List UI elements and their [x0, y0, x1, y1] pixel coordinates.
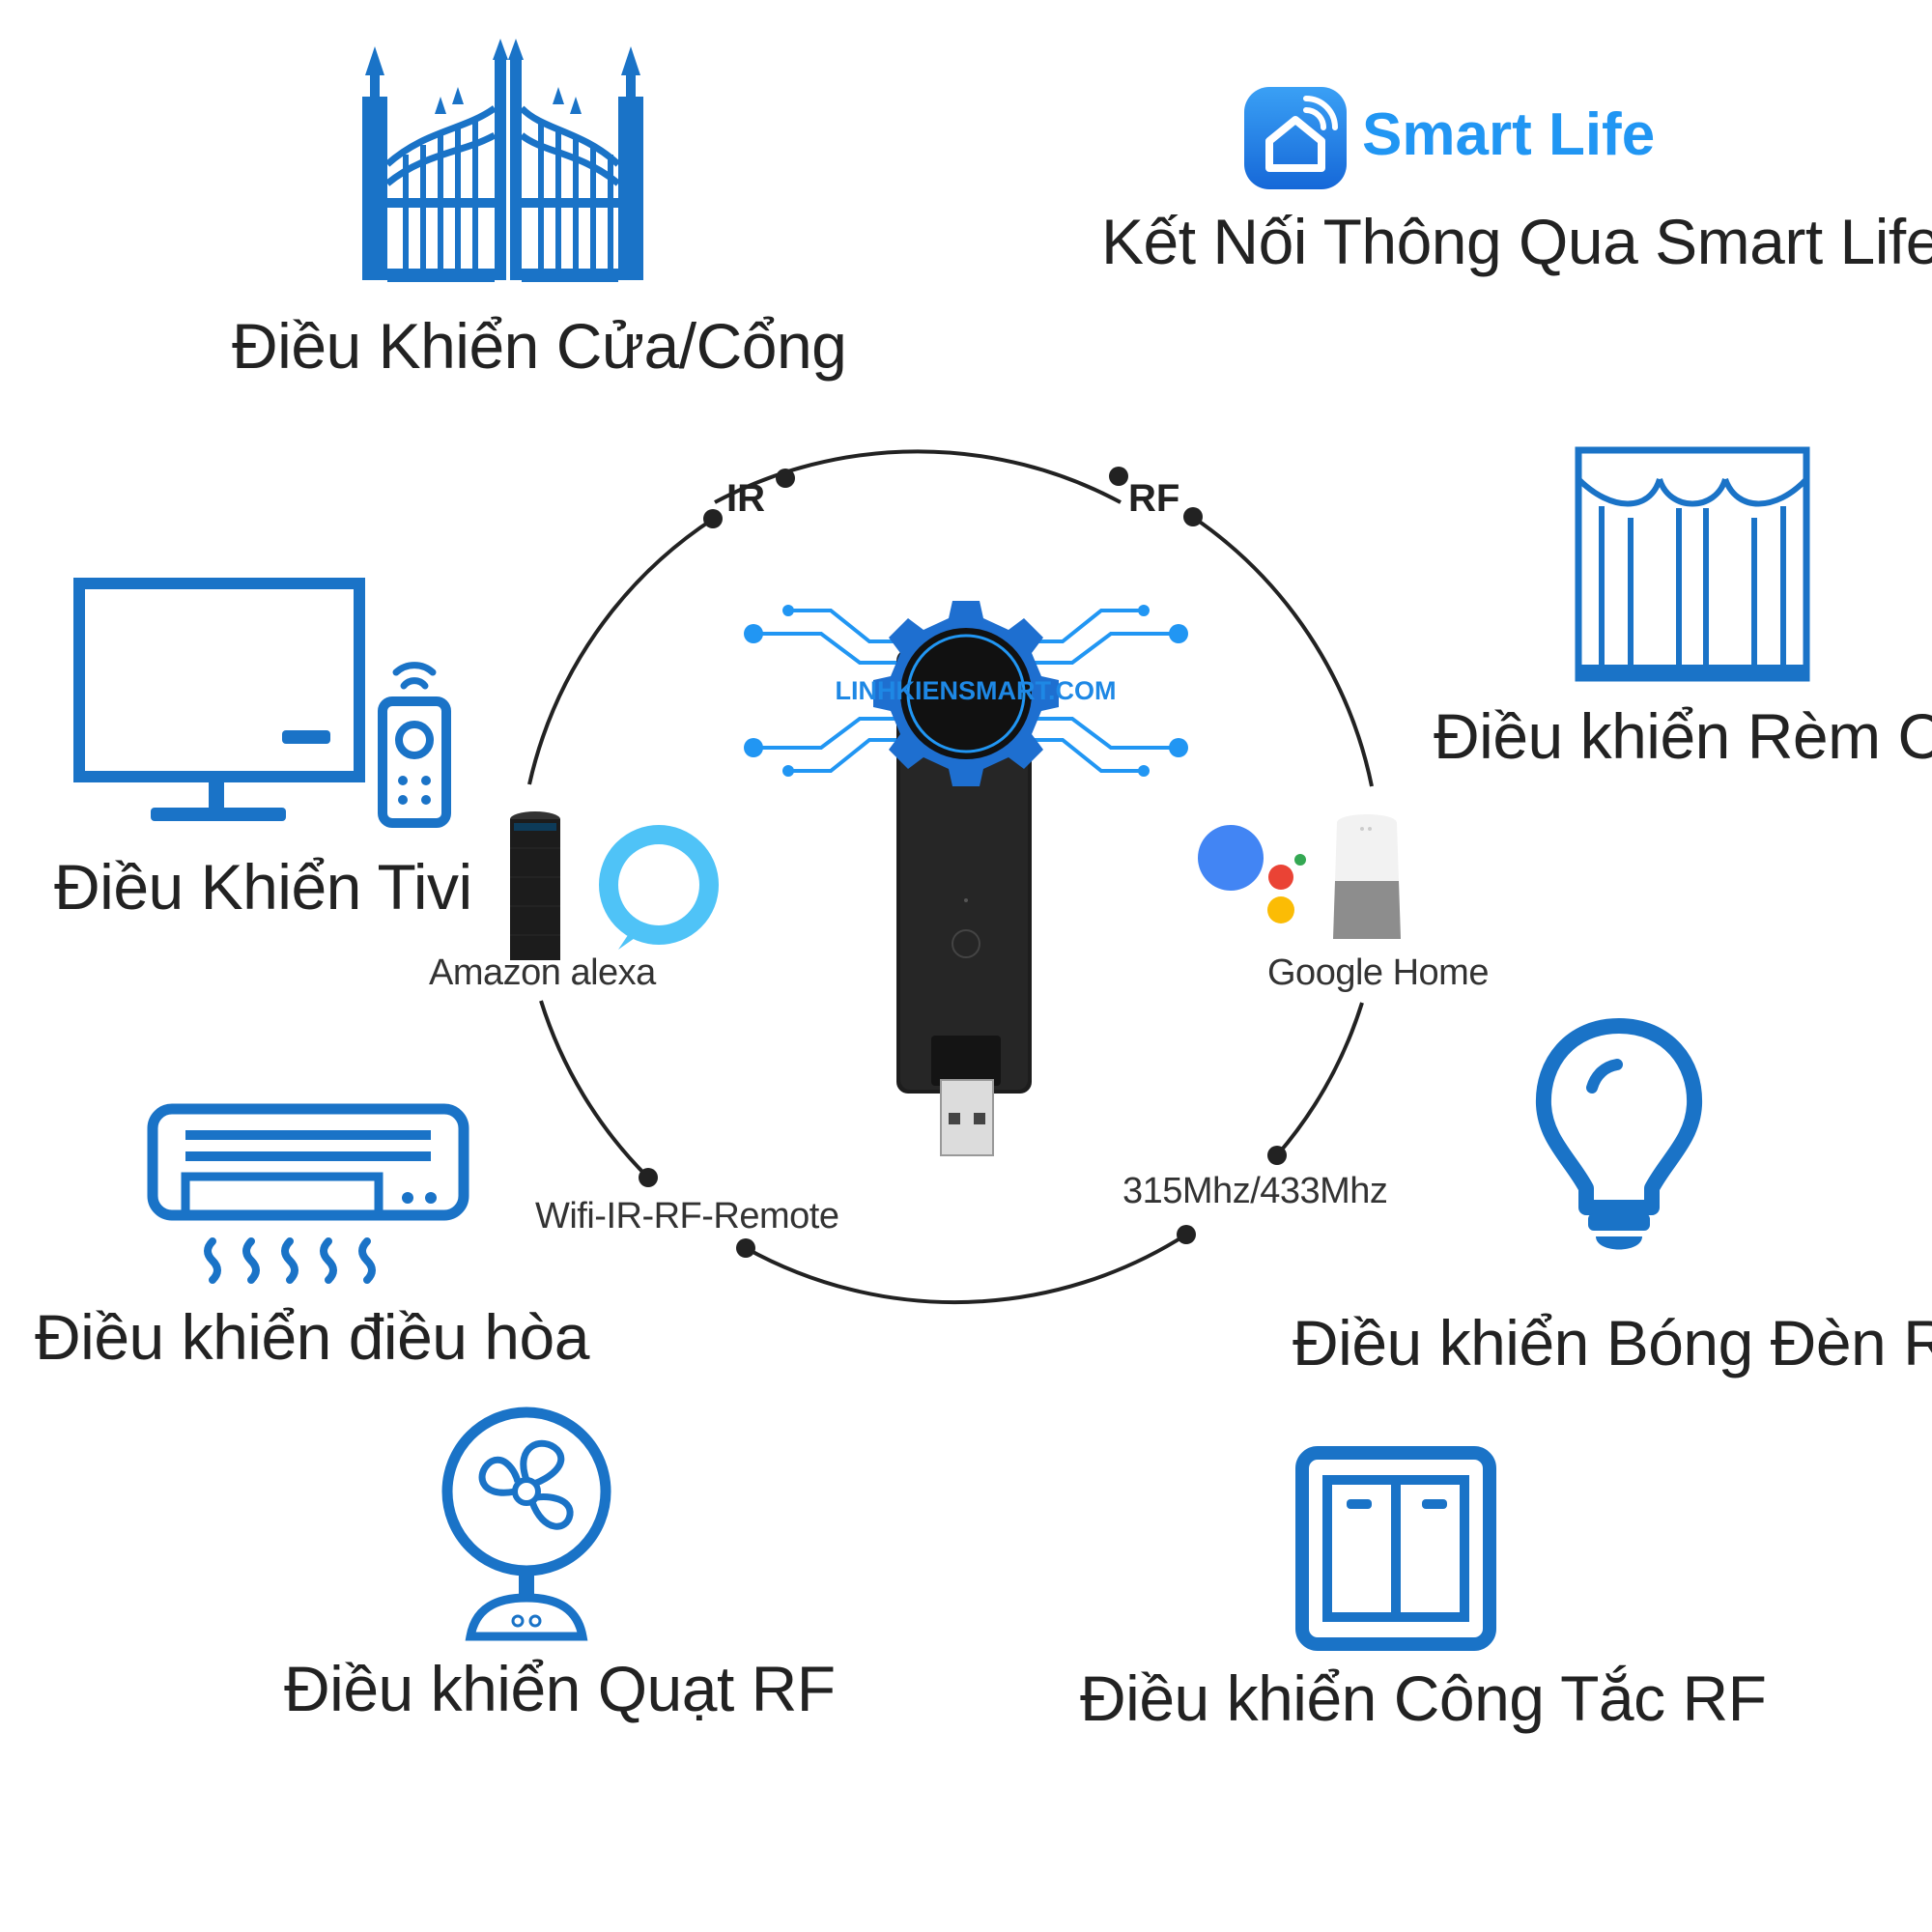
rf-label: RF	[1128, 477, 1180, 520]
linhkiensmart-logo: LINHKIENSMART.COM	[836, 676, 1117, 705]
google-home-icon	[1198, 814, 1401, 939]
svg-text:LINHKIENSMART.COM: LINHKIENSMART.COM	[836, 676, 1117, 705]
light-bulb-icon	[1535, 1018, 1703, 1250]
gate-control-label: Điều Khiển Cửa/Cổng	[232, 310, 847, 382]
amazon-echo-icon	[510, 811, 719, 960]
curtain-icon	[1575, 446, 1810, 682]
ir-label: IR	[726, 477, 765, 520]
alexa-label: Amazon alexa	[429, 952, 656, 993]
tv-icon	[73, 578, 451, 828]
smart-life-tagline: Kết Nối Thông Qua Smart Life	[1101, 206, 1932, 277]
wall-switch-icon	[1295, 1446, 1496, 1651]
curtain-control-label: Điều khiển Rèm Cửa	[1434, 700, 1932, 772]
frequency-label: 315Mhz/433Mhz	[1122, 1171, 1388, 1211]
smart-life-logo-icon	[1244, 87, 1347, 189]
device-name-label: Wifi-IR-RF-Remote	[535, 1196, 839, 1236]
google-home-label: Google Home	[1267, 952, 1489, 993]
ac-control-label: Điều khiển điều hòa	[35, 1301, 589, 1373]
gate-icon	[362, 39, 643, 282]
bulb-control-label: Điều khiển Bóng Đèn RF	[1293, 1307, 1932, 1378]
fan-control-label: Điều khiển Quạt RF	[284, 1653, 836, 1724]
tv-control-label: Điều Khiển Tivi	[54, 851, 472, 923]
smart-life-brand: Smart Life	[1362, 101, 1656, 168]
switch-control-label: Điều khiển Công Tắc RF	[1080, 1662, 1767, 1734]
fan-icon	[441, 1406, 611, 1641]
usb-ir-rf-hub-device	[744, 601, 1188, 1156]
air-conditioner-icon	[147, 1103, 469, 1284]
